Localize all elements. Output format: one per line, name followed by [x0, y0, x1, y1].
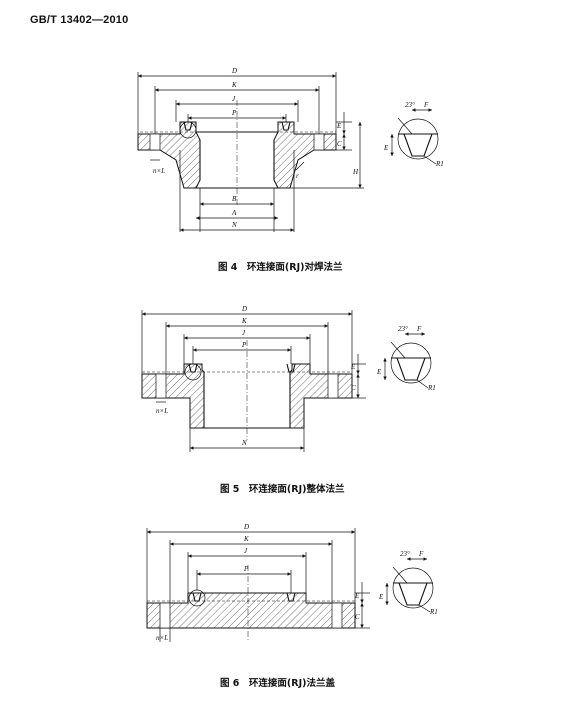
fig6-detail-angle: 23°: [400, 550, 410, 558]
fig5-dim-C: C: [351, 384, 356, 392]
fig4-dim-C: C: [337, 140, 342, 148]
fig4-detail-R1: R1: [435, 160, 444, 168]
fig4-dim-A: A: [231, 209, 237, 217]
figure-5-drawing: D K J P N n×L E C: [141, 305, 436, 495]
fig5-detail-E: E: [376, 368, 382, 376]
fig4-dim-E: E: [336, 122, 342, 130]
fig5-detail-angle: 23°: [398, 325, 408, 333]
fig5-dim-nL: n×L: [156, 407, 168, 415]
fig6-detail-E: E: [378, 593, 384, 601]
fig4-dim-K: K: [231, 81, 237, 89]
fig5-detail-R1: R1: [427, 384, 436, 392]
fig6-dim-D: D: [243, 523, 249, 531]
standard-number: GB/T 13402—2010: [30, 14, 129, 26]
fig5-dim-K: K: [241, 317, 247, 325]
fig4-dim-J: J: [232, 95, 236, 103]
figure-4-drawing: D K J P B A N n×L: [137, 67, 444, 273]
fig4-dim-D: D: [231, 67, 237, 75]
fig4-groove-detail: 23° F E R1: [383, 101, 444, 168]
fig4-dim-N: N: [231, 221, 237, 229]
fig4-detail-E: E: [383, 144, 389, 152]
fig5-dim-D: D: [241, 305, 247, 313]
fig5-groove-detail: 23° F E R1: [376, 325, 436, 392]
fig5-dim-N: N: [241, 439, 247, 447]
fig4-detail-F: F: [423, 101, 429, 109]
fig4-dim-nL: n×L: [153, 167, 165, 175]
fig6-dim-nL: n×L: [156, 634, 168, 642]
fig5-dim-J: J: [242, 329, 246, 337]
fig4-detail-angle: 23°: [405, 101, 415, 109]
fig6-groove-detail: 23° F E R1: [378, 550, 438, 616]
fig4-dim-H: H: [352, 168, 359, 176]
figure-6-drawing: D K J P n×L E C: [146, 523, 438, 689]
fig6-dim-P: P: [243, 565, 249, 573]
fig6-detail-R1: R1: [429, 608, 438, 616]
fig5-detail-F: F: [416, 325, 422, 333]
fig4-dim-r: r: [296, 172, 299, 180]
fig6-dim-E: E: [354, 592, 360, 600]
fig6-dim-K: K: [243, 535, 249, 543]
figure-5-caption: 图 5 环连接面(RJ)整体法兰: [220, 483, 345, 495]
fig5-dim-P: P: [241, 341, 247, 349]
fig6-dim-J: J: [244, 547, 248, 555]
figure-6-caption: 图 6 环连接面(RJ)法兰盖: [220, 677, 335, 689]
fig4-dim-B: B: [232, 195, 237, 203]
fig6-detail-F: F: [418, 550, 424, 558]
figure-4-caption: 图 4 环连接面(RJ)对焊法兰: [218, 261, 343, 273]
fig5-dim-E: E: [350, 363, 356, 371]
fig6-dim-C: C: [355, 613, 360, 621]
fig4-dim-P: P: [231, 109, 237, 117]
